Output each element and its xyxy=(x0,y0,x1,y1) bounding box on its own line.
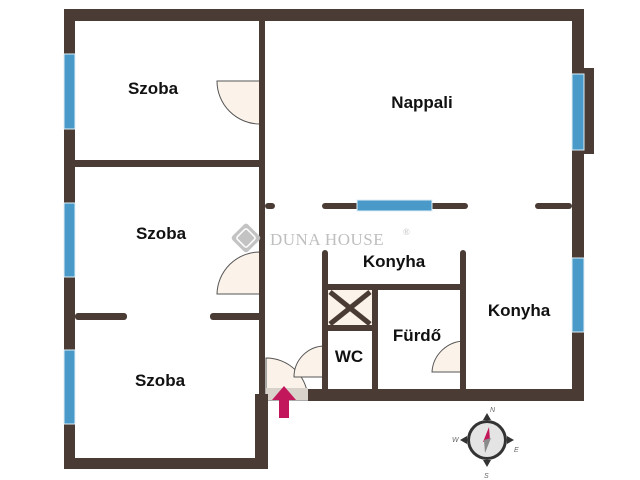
room-label-konyha-center: Konyha xyxy=(363,252,426,271)
compass-south-label: S xyxy=(484,473,489,480)
compass-north-label: N xyxy=(490,407,496,414)
room-label-nappali: Nappali xyxy=(391,93,452,112)
room-labels: Szoba Szoba Szoba Nappali Konyha Konyha … xyxy=(128,79,551,390)
entrance-arrow-icon xyxy=(272,386,296,418)
windows xyxy=(63,53,585,425)
window-szoba-top xyxy=(63,53,76,130)
door-szoba-top xyxy=(216,80,261,125)
watermark-text: DUNA HOUSE xyxy=(270,230,384,249)
compass-icon: N S E W xyxy=(452,407,519,480)
door-szoba-middle xyxy=(216,251,261,295)
compass-west-label: W xyxy=(452,437,460,444)
room-label-konyha-right: Konyha xyxy=(488,301,551,320)
room-label-szoba-top: Szoba xyxy=(128,79,179,98)
door-furdo xyxy=(431,340,466,373)
window-konyha-right xyxy=(571,257,585,333)
room-label-wc: WC xyxy=(335,347,363,366)
compass-east-label: E xyxy=(514,447,519,454)
watermark-duna-house: DUNA HOUSE ® xyxy=(231,223,410,253)
window-szoba-bottom xyxy=(63,349,76,425)
window-nappali-bottom xyxy=(356,199,433,212)
room-label-szoba-bottom: Szoba xyxy=(135,371,186,390)
duna-house-logo-icon xyxy=(231,223,261,253)
window-szoba-middle xyxy=(63,202,76,278)
door-wc xyxy=(293,345,326,378)
svg-text:®: ® xyxy=(403,227,410,237)
room-label-szoba-middle: Szoba xyxy=(136,224,187,243)
window-nappali-right xyxy=(571,73,585,151)
storage-x-icon xyxy=(328,290,372,326)
room-label-furdo: Fürdő xyxy=(393,326,441,345)
